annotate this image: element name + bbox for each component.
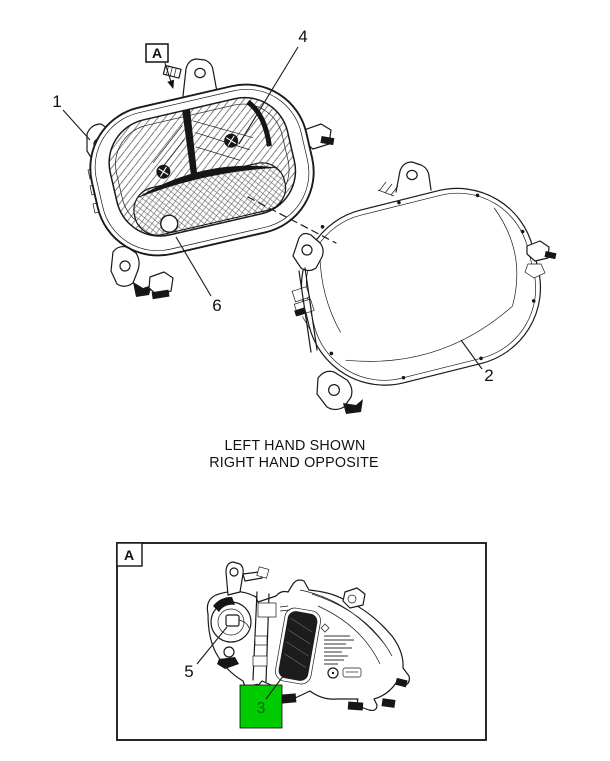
lamp-top-bracket (225, 561, 270, 596)
detail-lamp-rear-drawing (206, 561, 410, 712)
lens-left-tab (292, 232, 324, 272)
callout-2-leader (460, 339, 483, 370)
lens-bottom-foot (316, 370, 363, 414)
detail-marker-a-box (145, 43, 169, 63)
callout-part3-highlight[interactable]: 3 (239, 662, 294, 729)
callout-part6[interactable]: 6 (175, 236, 222, 315)
detail-marker-a-letter: A (152, 45, 162, 61)
lens-top-tab (377, 161, 432, 197)
bolt-left (156, 164, 171, 179)
callout-1-label[interactable]: 1 (52, 92, 61, 111)
detail-view-label-letter: A (124, 547, 134, 563)
housing-top-tab (162, 58, 218, 97)
exploded-connector-line (247, 196, 337, 244)
housing-assembly-drawing (86, 58, 335, 300)
lens-left-clips (291, 286, 315, 329)
detail-marker-a-arrow (164, 62, 175, 90)
callout-part5[interactable]: 5 (184, 626, 228, 681)
detail-view-label-box (116, 542, 143, 567)
note-line1: LEFT HAND SHOWN (225, 438, 366, 454)
detail-marker-a: A (145, 43, 175, 90)
callout-part1[interactable]: 1 (52, 92, 91, 141)
hole-part6-target (160, 214, 179, 233)
lamp-label-text (320, 623, 354, 665)
lens-right-tabs (524, 240, 557, 279)
callout-part4[interactable]: 4 (238, 27, 308, 145)
callout-part2[interactable]: 2 (460, 339, 494, 385)
note-line2: RIGHT HAND OPPOSITE (209, 455, 379, 471)
callout-6-label[interactable]: 6 (212, 296, 221, 315)
lens-assembly-drawing (291, 161, 557, 414)
callout-3-label[interactable]: 3 (257, 700, 266, 717)
highlight-box-part-3[interactable] (239, 684, 283, 729)
callout-3-leader (265, 662, 294, 700)
callout-1-leader (62, 109, 91, 141)
lamp-feet (245, 677, 408, 711)
callout-4-label[interactable]: 4 (298, 27, 307, 46)
lamp-right-bracket (342, 587, 366, 609)
detail-view-label: A (116, 542, 143, 567)
projector-and-connector (210, 596, 252, 669)
bolt-part4-target (224, 133, 239, 148)
lamp-lens-back (275, 607, 321, 685)
housing-bottom-foot (148, 271, 174, 300)
callout-5-label[interactable]: 5 (184, 662, 193, 681)
callout-6-leader (175, 236, 212, 297)
callout-5-leader (196, 626, 228, 665)
lamp-center-bracket (252, 591, 291, 683)
callout-4-leader (238, 46, 299, 145)
callout-2-label[interactable]: 2 (484, 366, 493, 385)
housing-bottom-left-foot (110, 245, 152, 297)
